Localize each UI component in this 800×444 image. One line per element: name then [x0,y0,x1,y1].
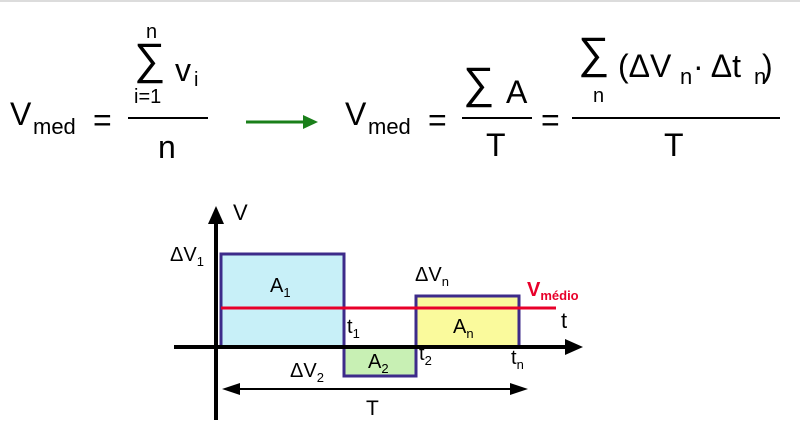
denominator-t-2: T [664,127,684,163]
fraction-bar [128,117,208,119]
delta-t-sub: n [754,64,767,89]
delta-v-open: (ΔV [618,48,672,84]
fraction-bar-1 [462,117,532,119]
delta-v-sub: n [680,64,693,89]
sigma-symbol: ∑ [134,35,166,84]
area-rect-a1 [219,252,346,349]
label-dv1: ΔV1 [170,244,204,269]
formula-area: V med = n ∑ v i i=1 n V med = ∑ A T = ∑ … [0,0,800,175]
equals-sign-2: = [541,102,560,138]
label-v-axis: V [233,200,248,225]
label-t2: t2 [419,343,432,368]
label-dv2: ΔV2 [290,360,324,385]
label-t-axis: t [561,308,567,333]
close-paren: ) [762,48,773,84]
label-period: T [366,397,379,420]
term-v: v [175,52,191,88]
period-arrow-left [222,383,240,395]
sum-lower-limit: i=1 [134,86,162,108]
label-a1: A1 [270,275,291,300]
t-axis-arrowhead [565,339,583,355]
equals-sign: = [93,102,112,138]
v-axis-arrowhead [208,206,224,224]
label-dvn: ΔVn [415,264,449,289]
vmed-sub-right: med [368,114,411,139]
denominator-t-1: T [486,127,506,163]
implies-arrow [246,115,318,129]
vmed-sub: med [33,114,76,139]
fraction-bar-2 [572,117,780,119]
vmed-var: V [10,96,32,132]
denominator-n: n [158,129,176,165]
period-arrow-right [510,383,528,395]
numerator-a: A [506,74,528,110]
area-rect-a2 [342,345,418,378]
label-tn: tn [511,347,524,372]
label-t1: t1 [347,316,360,341]
delta-t-mid: · Δt [693,48,742,84]
sigma-area: ∑ [463,59,495,108]
label-a2: A2 [368,351,389,376]
sigma-delta: ∑ [578,29,610,78]
label-an: An [453,316,474,341]
term-sub-i: i [194,69,199,91]
top-divider [0,0,800,2]
vmed-var-right: V [345,96,367,132]
equals-sign-1: = [428,102,447,138]
label-v-medio: Vmédio [527,279,579,303]
sum-upper-limit: n [146,21,158,43]
sum-lower-n: n [593,85,605,107]
area-rect-an [414,294,521,349]
